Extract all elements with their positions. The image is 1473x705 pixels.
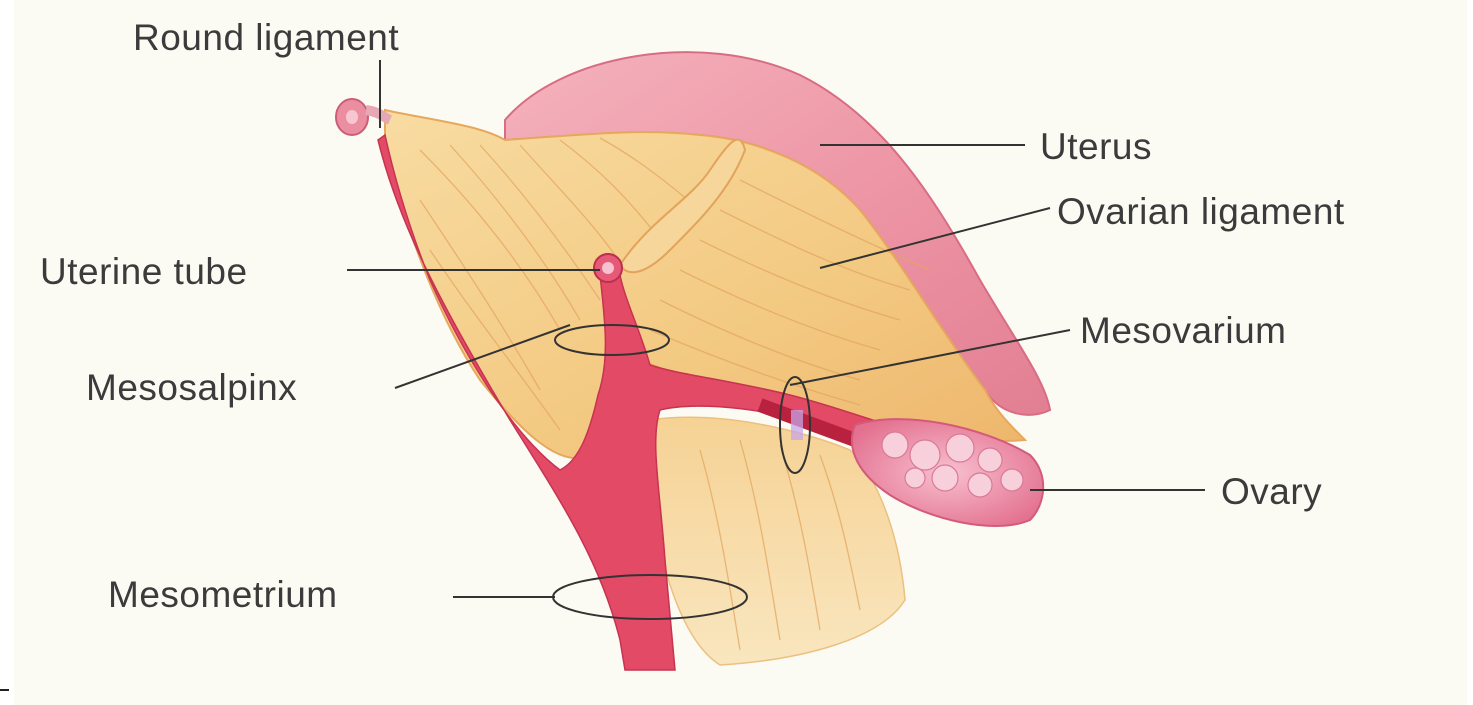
label-mesosalpinx: Mesosalpinx: [86, 369, 297, 406]
label-ovary: Ovary: [1221, 473, 1322, 510]
label-mesometrium: Mesometrium: [108, 576, 338, 613]
label-ovarian-ligament: Ovarian ligament: [1057, 193, 1345, 230]
label-uterus: Uterus: [1040, 128, 1152, 165]
label-round-ligament: Round ligament: [133, 19, 399, 56]
corner-tick: [0, 689, 9, 691]
label-mesovarium: Mesovarium: [1080, 312, 1287, 349]
label-uterine-tube: Uterine tube: [40, 253, 248, 290]
right-border-strip: [1467, 0, 1473, 705]
